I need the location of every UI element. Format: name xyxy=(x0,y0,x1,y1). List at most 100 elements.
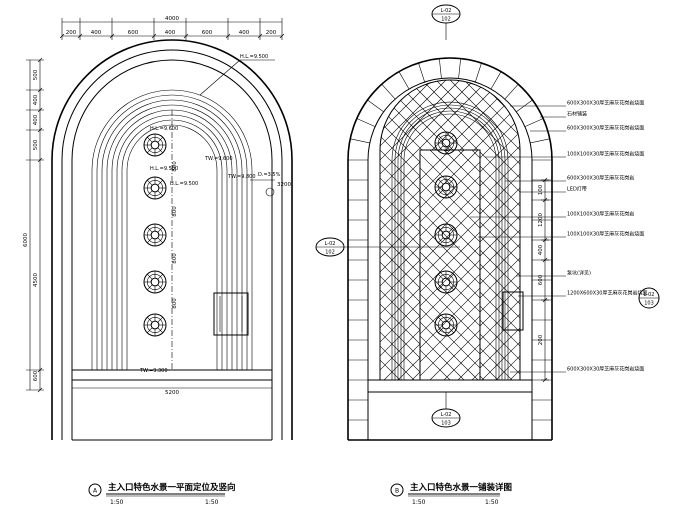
left-plan-drawing: 4000 200 400 600 400 600 400 200 500 400 400 500 … xyxy=(23,16,293,506)
right-fountain-jets xyxy=(434,131,458,337)
annotation-text: 1200X600X30厚芝麻灰花岗岩烧面 xyxy=(567,290,647,297)
right-dim-label: 400 xyxy=(538,244,544,255)
note-2: H.L.=9.500 xyxy=(150,166,178,172)
left-drawing-title: 主入口特色水景一平面定位及竖向 xyxy=(108,482,236,493)
right-drawing-title: 主入口特色水景一铺装详图 xyxy=(410,482,512,493)
right-pump-box xyxy=(502,291,524,331)
note-5: TW.=9.800 xyxy=(227,174,256,180)
basin-base: 5200 xyxy=(72,369,272,441)
fountain-jet xyxy=(143,223,167,247)
right-base xyxy=(348,379,552,441)
inner-arch xyxy=(96,94,248,370)
fountain-jet xyxy=(143,313,167,337)
left-title-block: A 主入口特色水景一平面定位及竖向 1:50 1:50 xyxy=(88,482,236,506)
annotation-text: LED灯带 xyxy=(567,186,587,193)
right-dim-label: 200 xyxy=(538,334,544,345)
left-dim-label: 400 xyxy=(33,114,39,125)
channel-arch xyxy=(391,101,509,380)
top-dim-label: 400 xyxy=(239,30,250,36)
right-title-block: B 主入口特色水景一铺装详图 1:50 1:50 xyxy=(390,482,512,506)
svg-text:L-02: L-02 xyxy=(441,8,452,14)
note-4: H.L.=9.500 xyxy=(170,181,198,187)
top-dim-label: 400 xyxy=(91,30,102,36)
right-paving-drawing: L-02 102 L-02 102 L-02 103 L-02 103 xyxy=(315,4,660,506)
top-dim-label: 600 xyxy=(128,30,139,36)
right-level-marker: 3200 xyxy=(250,179,291,197)
left-scale-right: 1:50 xyxy=(205,499,219,506)
note-1: H.L.=9.600 xyxy=(150,126,178,132)
svg-text:103: 103 xyxy=(644,301,654,307)
outer-arch-frame xyxy=(51,39,293,440)
svg-text:103: 103 xyxy=(441,421,451,427)
annotation-text: 100X100X30厚芝麻灰花岗岩烧面 xyxy=(567,231,644,238)
inner-arch xyxy=(106,104,238,370)
annotation-text: 600X300X30厚芝麻灰花岗岩 xyxy=(567,175,634,182)
channel-arch xyxy=(397,107,503,380)
left-marker-circle xyxy=(88,483,102,497)
svg-text:102: 102 xyxy=(441,17,451,23)
annotation-text: 600X300X30厚芝麻灰花岗岩烧面 xyxy=(567,366,644,373)
right-dimension-chain: 100 1200 400 600 200 xyxy=(538,177,549,383)
callout-right: L-02 103 xyxy=(638,287,660,309)
fountain-jet xyxy=(143,176,167,200)
inner-arch xyxy=(121,119,223,370)
annotation-text: 600X300X30厚芝麻灰花岗岩烧面 xyxy=(567,100,644,107)
right-marker: B xyxy=(395,488,399,495)
pump-box xyxy=(213,292,249,336)
fountain-jet xyxy=(143,270,167,294)
left-dimension-chain: 500 400 400 500 6000 4500 600 xyxy=(23,57,44,393)
svg-text:L-02: L-02 xyxy=(644,292,655,298)
inner-arch xyxy=(91,89,253,370)
jet-spacing-label: 800 xyxy=(172,206,178,217)
jet-spacing-label: 800 xyxy=(172,253,178,264)
channel-arch xyxy=(394,104,506,380)
svg-text:102: 102 xyxy=(325,250,335,256)
fountain-jet xyxy=(434,313,458,337)
top-total-dimension: 4000 xyxy=(165,16,179,22)
note-7: TW.=9.300 xyxy=(139,368,168,374)
fountain-jet xyxy=(434,270,458,294)
callout-left: L-02 102 xyxy=(315,237,460,257)
svg-text:L-02: L-02 xyxy=(441,412,452,418)
top-dim-label: 400 xyxy=(165,30,176,36)
right-dim-label: 1200 xyxy=(538,213,544,227)
right-marker-circle xyxy=(390,483,404,497)
left-dim-label: 500 xyxy=(33,139,39,150)
note-0: H.L.=9.500 xyxy=(240,54,268,60)
channel-arch xyxy=(400,110,500,380)
leader-notes: H.L.=9.500 H.L.=9.600 H.L.=9.500 TW.=9.6… xyxy=(139,54,281,374)
annotation-text: 石材铺装 xyxy=(567,111,587,118)
fountain-jet xyxy=(434,175,458,199)
right-scale-right: 1:50 xyxy=(485,499,499,506)
top-dim-label: 200 xyxy=(66,30,77,36)
left-sub-dimension: 4500 xyxy=(33,273,39,287)
fountain-jet xyxy=(434,223,458,247)
left-scale-left: 1:50 xyxy=(110,499,124,506)
bottom-width-dimension: 5200 xyxy=(165,390,179,396)
right-dim-label: 100 xyxy=(538,184,544,195)
left-dim-label: 500 xyxy=(33,69,39,80)
fountain-jet xyxy=(434,131,458,155)
fountain-jet xyxy=(143,133,167,157)
left-marker: A xyxy=(93,488,98,495)
left-dim-label: 400 xyxy=(33,94,39,105)
right-dim-label: 600 xyxy=(538,274,544,285)
inner-arch xyxy=(101,99,243,370)
callout-bottom: L-02 103 xyxy=(431,392,461,428)
channel-arch xyxy=(403,113,497,380)
lattice-paving xyxy=(379,79,521,380)
left-total-dimension: 6000 xyxy=(23,233,29,247)
left-base-dimension: 600 xyxy=(33,370,39,381)
top-dim-label: 600 xyxy=(202,30,213,36)
right-scale-left: 1:50 xyxy=(412,499,426,506)
jet-spacing-label: 800 xyxy=(172,298,178,309)
right-level-text: 3200 xyxy=(277,182,291,188)
callout-top: L-02 102 xyxy=(431,4,461,40)
note-3: TW.=9.600 xyxy=(204,156,233,162)
top-dim-label: 200 xyxy=(266,30,277,36)
annotation-text: 600X300X30厚芝麻灰花岗岩烧面 xyxy=(567,125,644,132)
top-dimension-chain: 4000 200 400 600 400 600 400 200 xyxy=(59,16,285,40)
